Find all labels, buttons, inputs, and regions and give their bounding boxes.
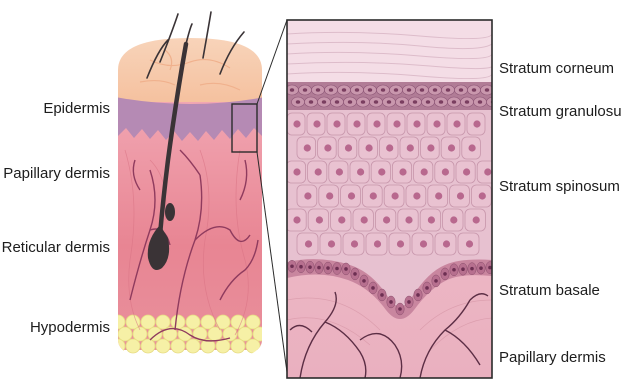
fat-globule <box>246 315 260 329</box>
fat-globule <box>141 315 155 329</box>
fat-globule <box>238 327 252 341</box>
connector-line-top <box>257 20 287 104</box>
label-papillary-dermis-right: Papillary dermis <box>499 350 606 365</box>
fat-globule <box>246 339 260 353</box>
stratum-corneum <box>287 20 492 90</box>
label-stratum-corneum: Stratum corneum <box>499 61 614 76</box>
fat-globule <box>201 315 215 329</box>
fat-globule <box>126 339 140 353</box>
fat-globule <box>156 339 170 353</box>
fat-globule <box>171 315 185 329</box>
fat-globule <box>253 327 267 341</box>
granulosum-cell <box>487 97 500 107</box>
fat-globule <box>171 339 185 353</box>
epidermis-top <box>110 30 270 102</box>
label-reticular-dermis: Reticular dermis <box>0 240 110 255</box>
label-stratum-granulosum: Stratum granulosum <box>499 104 622 119</box>
label-papillary-dermis-left: Papillary dermis <box>0 166 110 181</box>
fat-globule <box>186 339 200 353</box>
fat-globule <box>148 327 162 341</box>
skin-block <box>110 12 287 372</box>
fat-globule <box>186 315 200 329</box>
magnified-panel <box>286 20 500 378</box>
fat-globule <box>118 327 132 341</box>
fat-globule <box>126 315 140 329</box>
label-epidermis: Epidermis <box>32 101 110 116</box>
fat-globule <box>231 339 245 353</box>
fat-globule <box>111 315 125 329</box>
fat-globule <box>141 339 155 353</box>
label-stratum-spinosum: Stratum spinosum <box>499 179 620 194</box>
fat-globule <box>111 339 125 353</box>
label-hypodermis: Hypodermis <box>20 320 110 335</box>
label-stratum-basale: Stratum basale <box>499 283 600 298</box>
fat-globule <box>156 315 170 329</box>
